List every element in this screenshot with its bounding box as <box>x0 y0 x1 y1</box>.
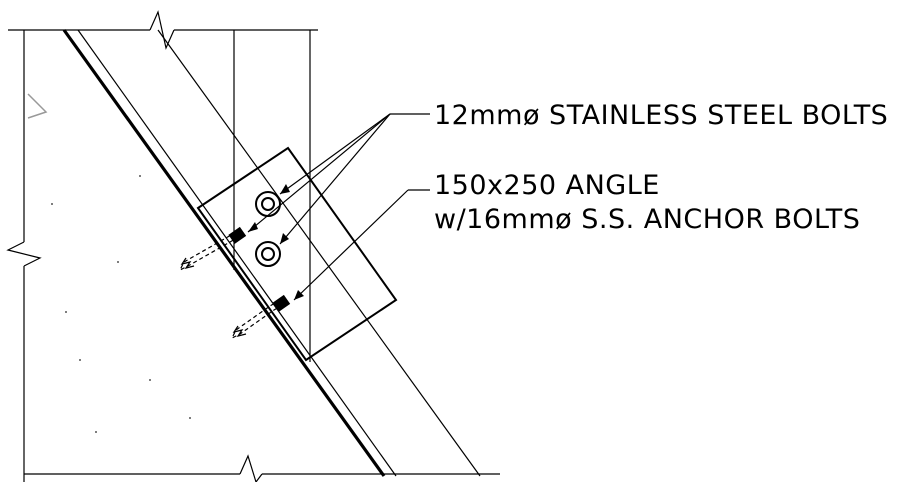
bolt-icon <box>255 241 281 267</box>
angle-note-line1: 150x250 ANGLE <box>434 170 660 201</box>
concrete-hatch <box>51 175 191 433</box>
anchor-bolt-icon <box>178 226 247 272</box>
angle-note-line2: w/16mmø S.S. ANCHOR BOLTS <box>434 204 860 235</box>
concrete-hatch-mark <box>27 93 48 119</box>
bolts-note: 12mmø STAINLESS STEEL BOLTS <box>434 100 888 131</box>
steel-angle-plate <box>196 146 398 362</box>
bolts-leader <box>247 113 430 245</box>
diagonal-member <box>62 29 481 477</box>
anchor-bolt-icon <box>230 294 291 340</box>
angle-leader <box>293 189 430 301</box>
top-edge-line <box>8 10 318 50</box>
bolt-icon <box>255 191 281 217</box>
left-edge-line <box>6 30 42 482</box>
bottom-edge-line <box>24 454 500 482</box>
